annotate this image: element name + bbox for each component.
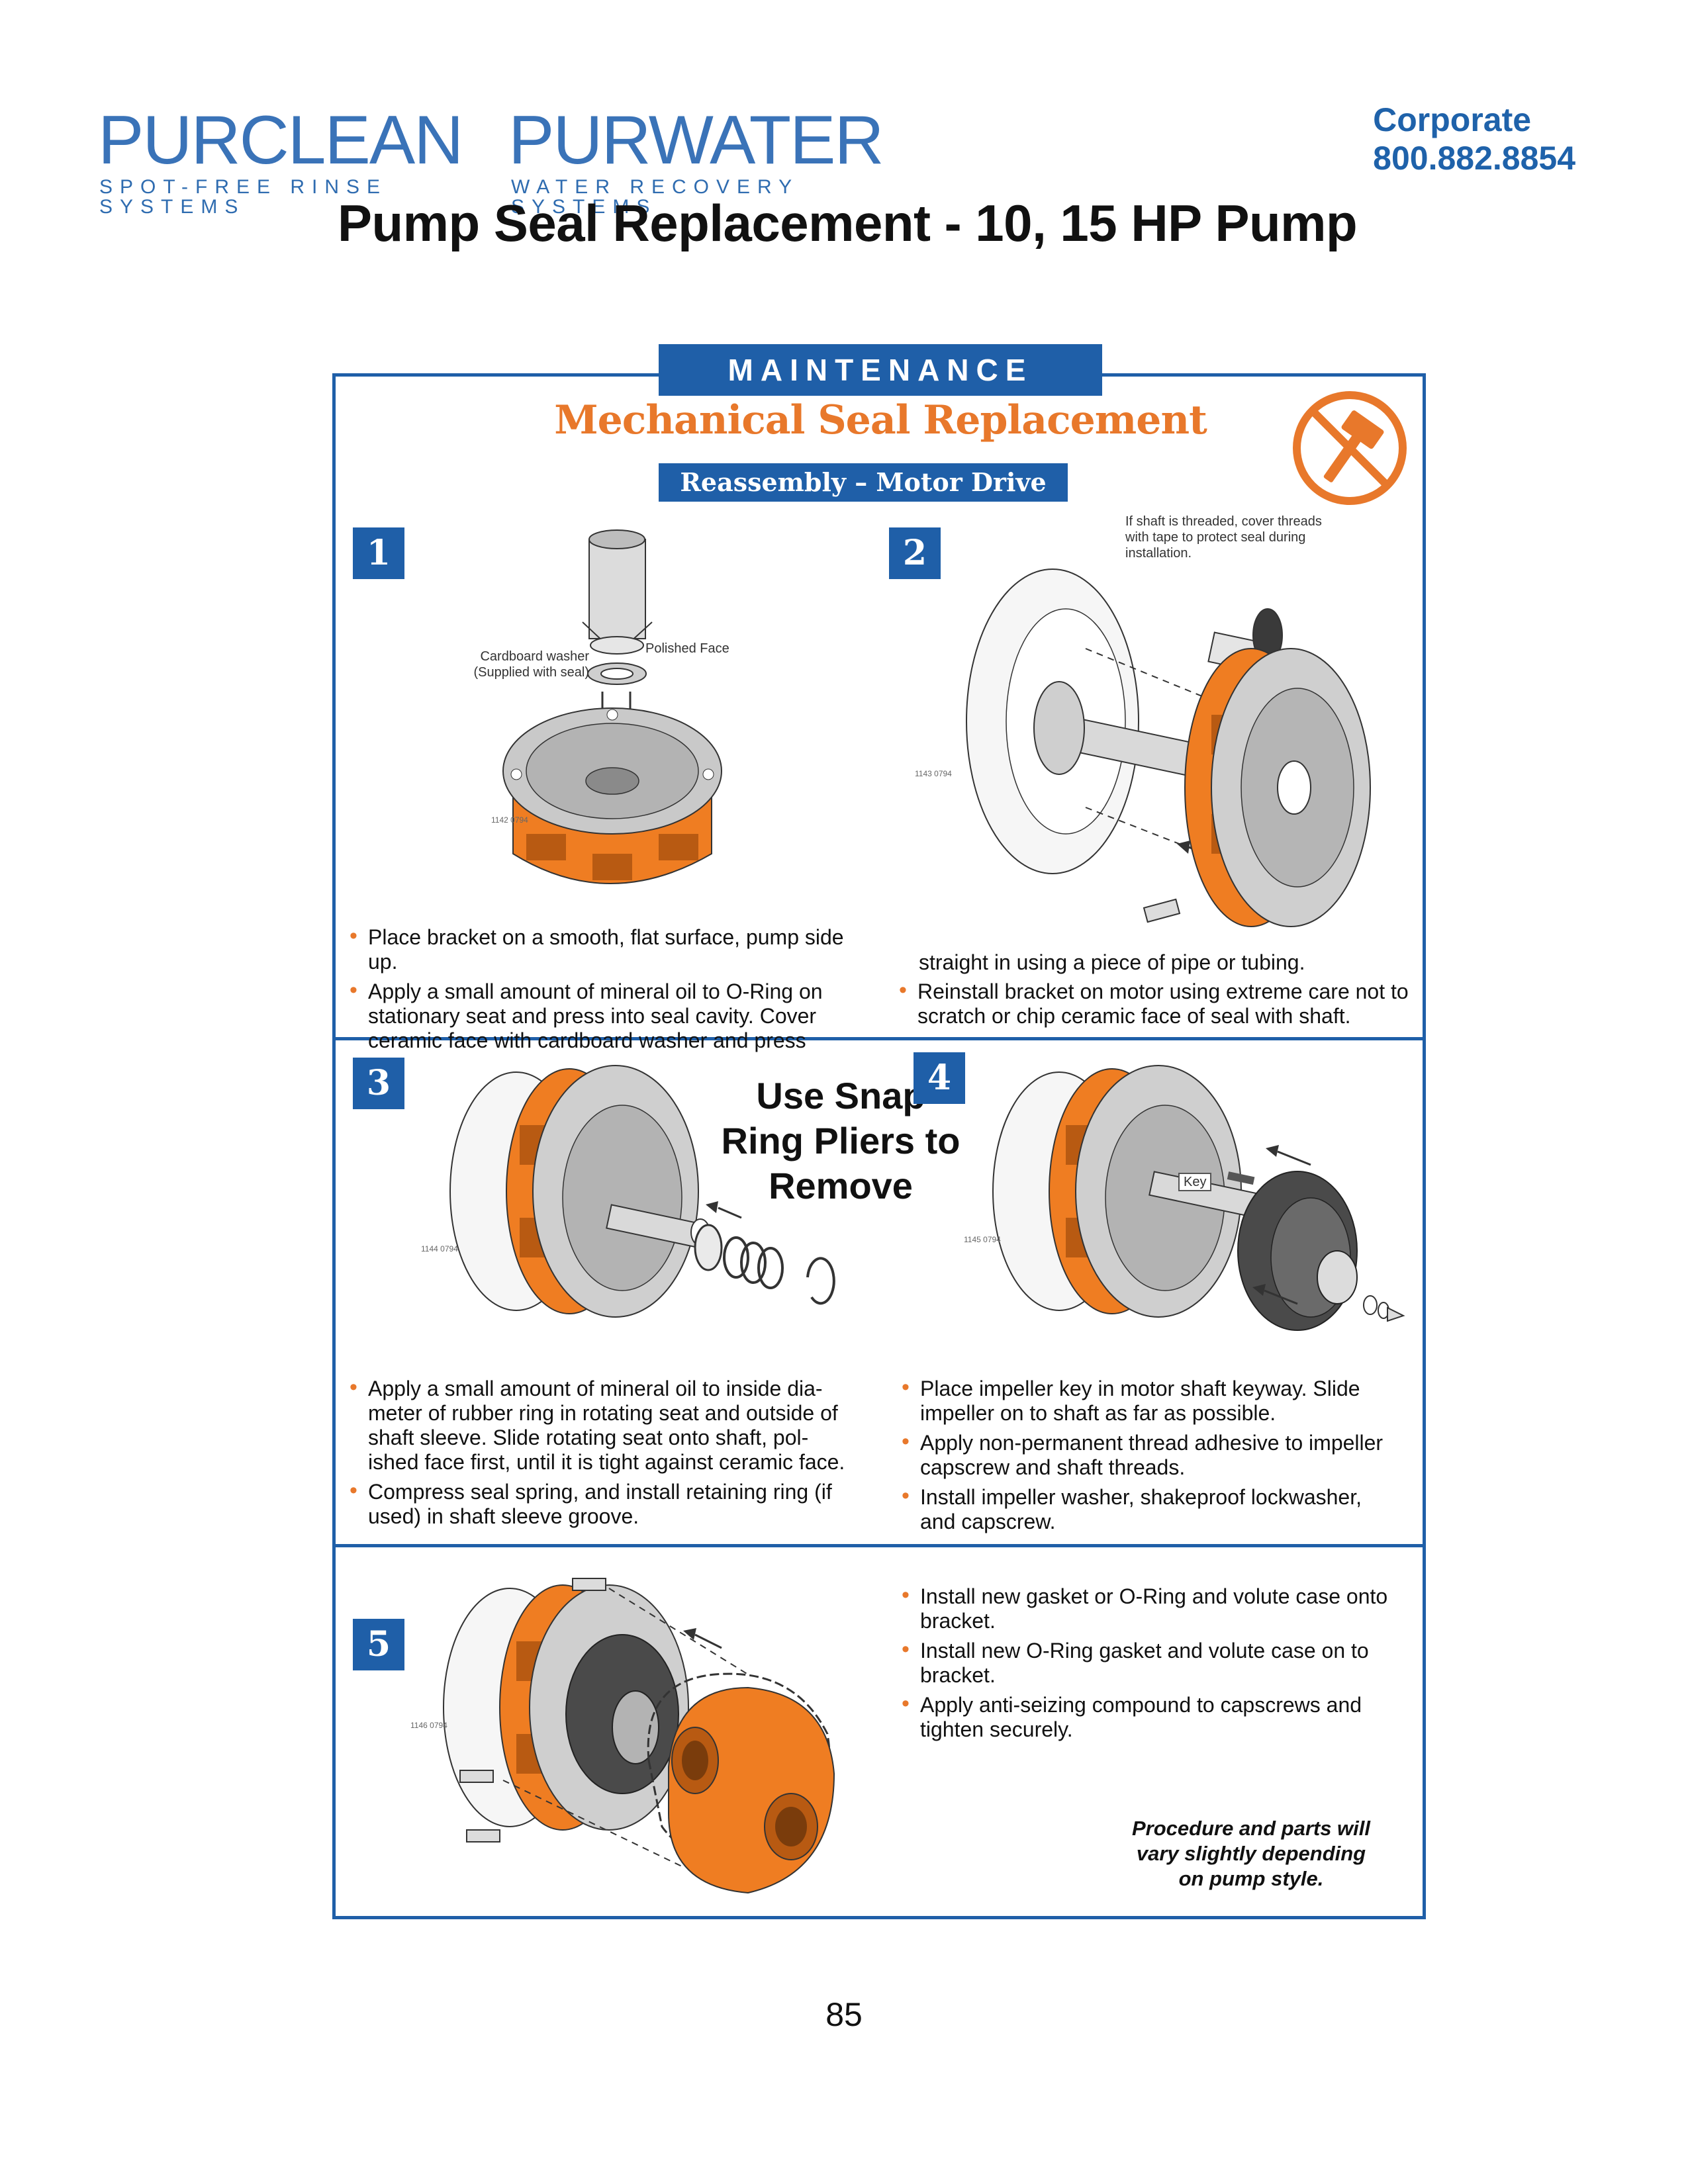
page-title: Pump Seal Replacement - 10, 15 HP Pump (338, 193, 1357, 253)
step-4-illustration (966, 1059, 1403, 1350)
step-4-instructions: Place impeller key in motor shaft keyway… (902, 1377, 1418, 1539)
step-5-bullet-1: Install new gasket or O-Ring and volute … (902, 1584, 1418, 1633)
section-tab: MAINTENANCE (659, 344, 1102, 396)
step-1-instructions: Place bracket on a smooth, flat surface,… (350, 925, 866, 1058)
step-1-part-code: 1142 0794 (491, 815, 528, 825)
step-2-part-code: 1143 0794 (915, 769, 952, 778)
step-2-continued-text: straight in using a piece of pipe or tub… (919, 950, 1305, 975)
panel-heading: Mechanical Seal Replacement (463, 397, 1297, 443)
step-4-part-code: 1145 0794 (964, 1235, 1001, 1244)
purclean-logo: PURCLEAN SPOT-FREE RINSE SYSTEMS (98, 106, 455, 199)
step-5-bullet-3: Apply anti-seizing compound to capscrews… (902, 1693, 1418, 1742)
step-1-number: 1 (353, 527, 404, 579)
step-2-illustration (927, 569, 1377, 940)
step-1-bullet-1: Place bracket on a smooth, flat surface,… (350, 925, 866, 974)
corporate-phone: 800.882.8854 (1373, 139, 1575, 177)
panel-subheading: Reassembly – Motor Drive (659, 463, 1068, 502)
purclean-logo-word: PURCLEAN (98, 106, 462, 175)
step-5-part-code: 1146 0794 (410, 1721, 447, 1730)
step-2-bullet-1: Reinstall bracket on motor using extreme… (899, 979, 1422, 1028)
step-1-illustration (450, 523, 768, 920)
step-3-part-code: 1144 0794 (421, 1244, 458, 1253)
page-number: 85 (0, 1995, 1688, 2034)
step-5-instructions: Install new gasket or O-Ring and volute … (902, 1584, 1418, 1747)
no-hammer-icon (1291, 389, 1409, 507)
step-5-illustration (404, 1562, 880, 1913)
purwater-logo-word: PURWATER (508, 106, 883, 175)
step-4-bullet-2: Apply non-permanent thread adhesive to i… (902, 1431, 1418, 1480)
step-3-number: 3 (353, 1058, 404, 1109)
step-3-instructions: Apply a small amount of mineral oil to i… (350, 1377, 872, 1534)
step-4-number: 4 (914, 1052, 965, 1104)
row-divider-2 (332, 1544, 1426, 1547)
polished-face-label: Polished Face (645, 641, 729, 657)
threaded-shaft-note: If shaft is threaded, cover threads with… (1125, 514, 1403, 561)
procedure-note: Procedure and parts will vary slightly d… (1092, 1816, 1410, 1891)
purwater-logo: PURWATER WATER RECOVERY SYSTEMS (508, 106, 879, 199)
cardboard-washer-label: Cardboard washer (Supplied with seal) (457, 649, 589, 680)
step-4-bullet-1: Place impeller key in motor shaft keyway… (902, 1377, 1418, 1426)
step-5-bullet-2: Install new O-Ring gasket and volute cas… (902, 1639, 1418, 1688)
step-3-bullet-2: Compress seal spring, and install retain… (350, 1480, 872, 1529)
step-2-instructions: Reinstall bracket on motor using extreme… (899, 979, 1422, 1034)
step-5-number: 5 (353, 1619, 404, 1670)
corporate-contact: Corporate 800.882.8854 (1373, 101, 1575, 177)
step-3-bullet-1: Apply a small amount of mineral oil to i… (350, 1377, 872, 1475)
key-label: Key (1178, 1173, 1211, 1191)
step-1-bullet-2: Apply a small amount of mineral oil to O… (350, 979, 866, 1053)
step-4-bullet-3: Install impeller washer, shakeproof lock… (902, 1485, 1418, 1534)
corporate-label: Corporate (1373, 101, 1575, 139)
